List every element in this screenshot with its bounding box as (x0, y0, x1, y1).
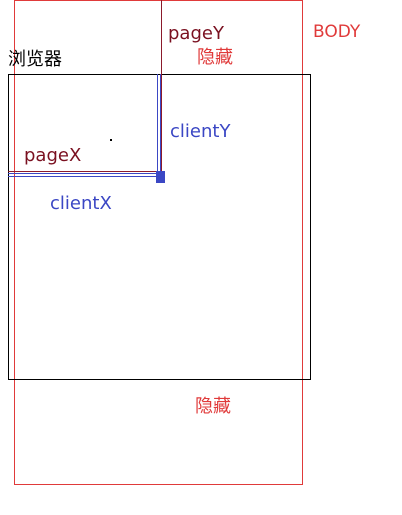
mouse-point-marker (156, 171, 165, 183)
client-x-label: clientX (50, 193, 112, 214)
page-x-line (8, 171, 158, 172)
page-y-line (161, 0, 162, 172)
body-label: BODY (313, 22, 361, 42)
body-rect (14, 0, 303, 485)
stray-dot (110, 139, 112, 141)
page-y-label: pageY (168, 23, 224, 44)
browser-label: 浏览器 (8, 49, 62, 70)
hidden-top-label: 隐藏 (197, 47, 233, 68)
client-y-line (157, 74, 161, 174)
browser-viewport-rect (8, 74, 311, 380)
client-y-label: clientY (170, 121, 231, 142)
page-x-label: pageX (24, 145, 82, 166)
client-x-line (8, 173, 158, 177)
hidden-bottom-label: 隐藏 (195, 396, 231, 417)
